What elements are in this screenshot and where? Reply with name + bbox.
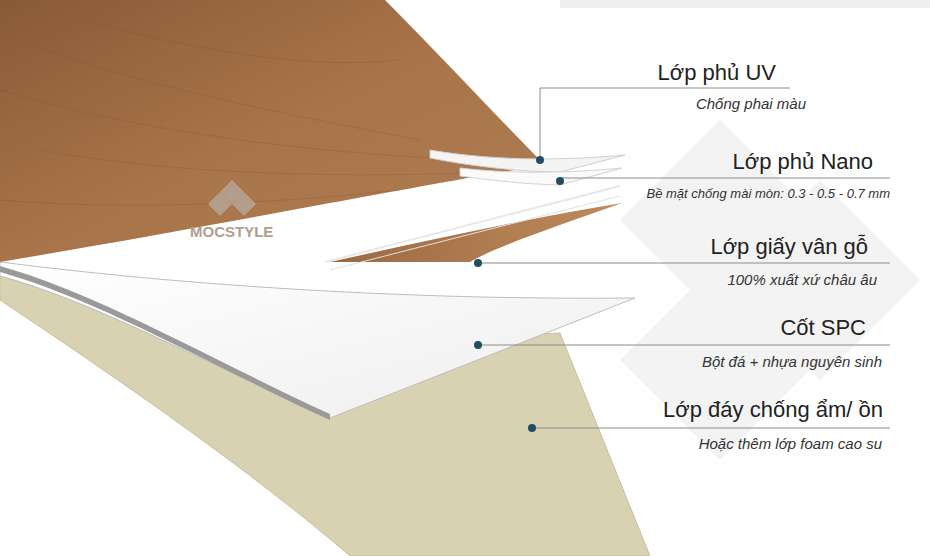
watermark-logo xyxy=(208,180,256,216)
layer-title: Lớp phủ Nano xyxy=(733,149,873,174)
coating-edge xyxy=(325,186,620,262)
leader-line xyxy=(478,88,890,428)
watermark: MOCSTYLE xyxy=(190,223,273,240)
layer-title: Lớp đáy chống ẩm/ ồn xyxy=(663,397,883,422)
wood-grain xyxy=(0,20,500,205)
nano-coating xyxy=(460,168,622,185)
spc-edge xyxy=(0,266,330,420)
layer-title: Lớp giấy vân gỗ xyxy=(710,234,868,259)
coating-edge xyxy=(330,196,620,270)
uv-coating xyxy=(430,150,625,172)
layer-note: Chống phai màu xyxy=(696,95,806,112)
layer-note: Hoặc thêm lớp foam cao su xyxy=(699,435,882,452)
layer-title: Cốt SPC xyxy=(780,315,866,340)
background-watermark xyxy=(560,0,930,460)
layer-note: Bột đá + nhựa nguyên sinh xyxy=(702,353,882,370)
leader-dot xyxy=(474,156,564,432)
layer-note: Bề mặt chống mài mòn: 0.3 - 0.5 - 0.7 mm xyxy=(647,187,891,202)
spc-core xyxy=(0,262,635,418)
layer-title: Lớp phủ UV xyxy=(658,60,776,85)
wood-sheet xyxy=(0,0,545,262)
layer-note: 100% xuất xứ châu âu xyxy=(727,271,877,288)
